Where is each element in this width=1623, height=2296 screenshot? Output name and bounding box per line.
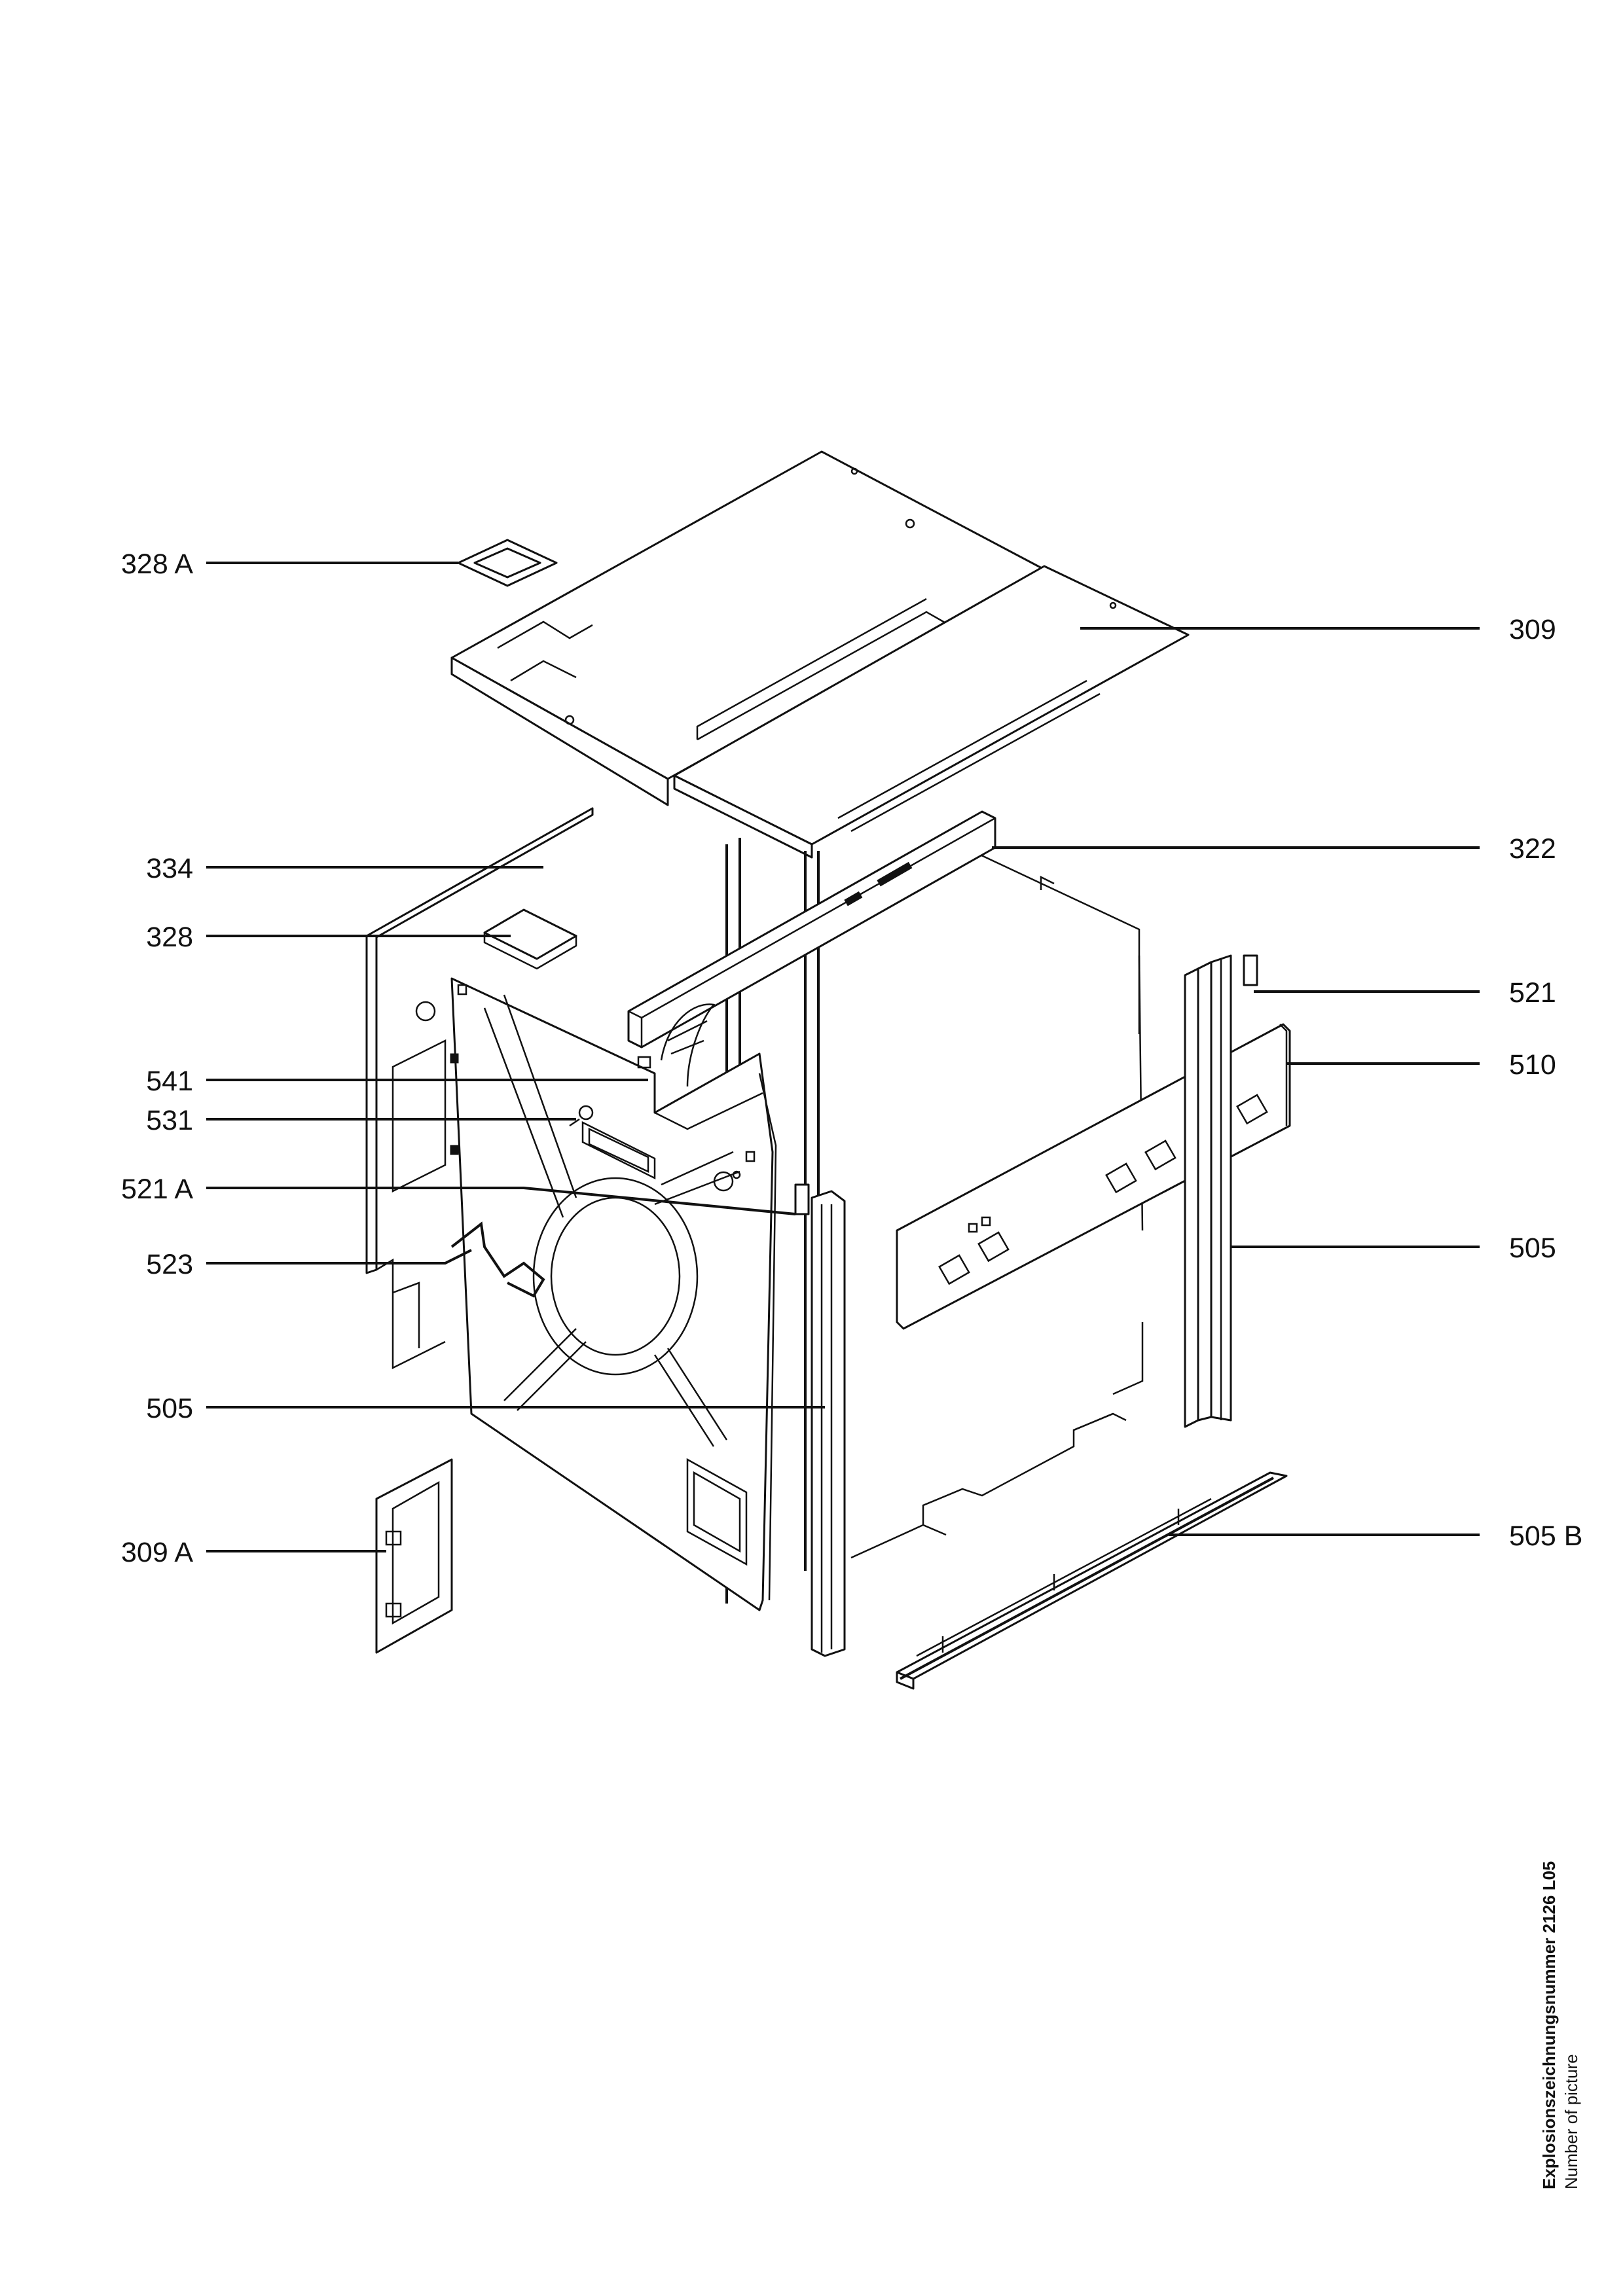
callout-523: 523: [146, 1249, 193, 1280]
top-cover-panel: [450, 450, 1046, 806]
bottom-strip-505b: [896, 1471, 1288, 1690]
main-side-panel: [392, 977, 777, 1611]
callout-510: 510: [1509, 1049, 1556, 1081]
fan-541: [637, 1003, 716, 1087]
plate-328a: [457, 539, 558, 587]
callout-309: 309: [1509, 614, 1556, 645]
door-bracket-309a: [375, 1458, 453, 1654]
callout-334: 334: [146, 853, 193, 884]
clip-521a: [794, 1183, 810, 1215]
bottom-floor: [850, 1412, 1127, 1559]
leader-lines: [206, 562, 1480, 1552]
vertical-strip-505-right: [1184, 954, 1232, 1428]
callout-309a: 309 A: [121, 1537, 193, 1568]
tray-328: [483, 908, 577, 970]
callout-541: 541: [146, 1066, 193, 1097]
caption-line-1: Explosionszeichnungsnummer 2126 L05: [1539, 1861, 1559, 2189]
callout-328a: 328 A: [121, 548, 193, 580]
callout-531: 531: [146, 1105, 193, 1136]
callout-505-right: 505: [1509, 1232, 1556, 1264]
clip-521: [1243, 954, 1258, 986]
knob-3-icon: [1105, 1162, 1137, 1194]
drawing-caption: Explosionszeichnungsnummer 2126 L05 Numb…: [1539, 1861, 1581, 2189]
caption-line-2: Number of picture: [1561, 2054, 1581, 2189]
callout-505b: 505 B: [1509, 1520, 1582, 1552]
top-trim-strip: [673, 565, 1190, 859]
callout-521: 521: [1509, 977, 1556, 1009]
callout-328: 328: [146, 922, 193, 953]
callout-505-left: 505: [146, 1393, 193, 1424]
spring-523: [450, 1221, 545, 1298]
knob-4-icon: [1144, 1139, 1176, 1171]
screw-531: [569, 1105, 594, 1127]
callout-322: 322: [1509, 833, 1556, 865]
callout-521a: 521 A: [121, 1174, 193, 1205]
vertical-strip-505-left: [811, 1190, 846, 1657]
knob-2-icon: [977, 1231, 1010, 1263]
knob-1-icon: [938, 1254, 970, 1285]
callout-labels: 328 A 309 334 322 328 521 541 510 531 52…: [121, 548, 1582, 1568]
knob-6-icon: [1236, 1094, 1268, 1125]
